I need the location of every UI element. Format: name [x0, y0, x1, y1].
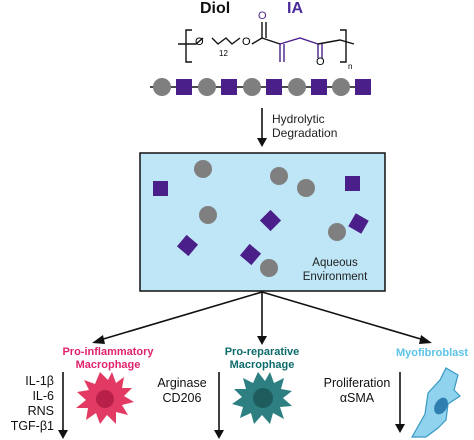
myofibroblast-cell — [410, 367, 461, 438]
pro-reparative-title-line2: Macrophage — [229, 359, 295, 371]
degradation-label-line2: Degradation — [272, 126, 338, 140]
pro-inflammatory-title-line1: Pro-inflammatory — [62, 346, 154, 358]
arrow-head — [257, 336, 267, 345]
ia-fragment — [153, 181, 168, 196]
ia-fragment — [348, 213, 369, 234]
outcome-arrows — [62, 372, 401, 432]
pro-inflammatory-markers: IL-1β IL-6 RNS TGF-β1 — [0, 374, 54, 434]
ester-oxygen: O — [242, 36, 251, 48]
degradation-label: Hydrolytic Degradation — [272, 112, 337, 140]
ia-fragment — [176, 234, 199, 257]
marker-il1b: IL-1β — [25, 374, 54, 388]
myofibroblast-title: Myofibroblast — [395, 347, 469, 359]
arrow-head — [92, 335, 105, 344]
aqueous-environment-line1: Aqueous — [312, 257, 358, 269]
diol-fragment — [194, 160, 212, 178]
carbonyl-oxygen-bottom: O — [316, 56, 325, 68]
degraded-fragments — [153, 160, 369, 277]
marker-arginase: Arginase — [157, 376, 207, 390]
arrow-head — [419, 335, 432, 344]
carbonyl-oxygen-top: O — [258, 10, 267, 22]
ia-unit — [355, 79, 371, 95]
diol-unit — [198, 78, 216, 96]
diol-label: Diol — [200, 0, 231, 17]
marker-rns: RNS — [27, 404, 54, 418]
pro-inflammatory-title: Pro-inflammatory Macrophage — [38, 346, 178, 372]
polymer-structure — [178, 22, 355, 63]
pro-reparative-macrophage-cell — [232, 372, 292, 424]
arrow-head — [58, 430, 68, 439]
pro-inflammatory-macrophage-cell — [76, 372, 134, 424]
pro-inflammatory-title-line2: Macrophage — [75, 359, 141, 371]
branch-arrows — [99, 291, 425, 341]
aqueous-environment-label: Aqueous Environment — [290, 256, 380, 284]
marker-tgfb1: TGF-β1 — [10, 419, 54, 433]
diol-fragment — [297, 179, 315, 197]
diol-fragment — [260, 259, 278, 277]
arrow-head — [395, 424, 405, 433]
diol-fragment — [328, 223, 346, 241]
degradation-arrow — [257, 108, 267, 147]
diol-unit — [288, 78, 306, 96]
pro-reparative-title-line1: Pro-reparative — [224, 346, 300, 358]
pro-reparative-markers: Arginase CD206 — [150, 376, 214, 406]
diol-unit — [153, 78, 171, 96]
ether-oxygen-left: O — [195, 36, 204, 48]
arrow-head — [214, 430, 224, 439]
ia-fragment — [239, 243, 262, 266]
aqueous-environment-line2: Environment — [302, 271, 368, 283]
marker-il6: IL-6 — [32, 389, 54, 403]
polymer-chain — [150, 78, 371, 96]
marker-proliferation: Proliferation — [323, 376, 391, 390]
marker-asma: αSMA — [339, 391, 375, 405]
repeat-subscript-12: 12 — [219, 49, 228, 58]
diol-unit — [332, 78, 350, 96]
diol-fragment — [270, 167, 288, 185]
ia-unit — [221, 79, 237, 95]
ia-unit — [176, 79, 192, 95]
diol-unit — [243, 78, 261, 96]
diol-fragment — [199, 206, 217, 224]
ia-label: IA — [287, 0, 303, 17]
ia-unit — [311, 79, 327, 95]
degradation-label-line1: Hydrolytic — [272, 112, 325, 126]
ia-unit — [266, 79, 282, 95]
repeat-subscript-n: n — [348, 62, 353, 71]
ia-fragment — [345, 176, 360, 191]
pro-reparative-title: Pro-reparative Macrophage — [204, 346, 320, 372]
myofibroblast-markers: Proliferation αSMA — [320, 376, 394, 406]
marker-cd206: CD206 — [162, 391, 202, 405]
